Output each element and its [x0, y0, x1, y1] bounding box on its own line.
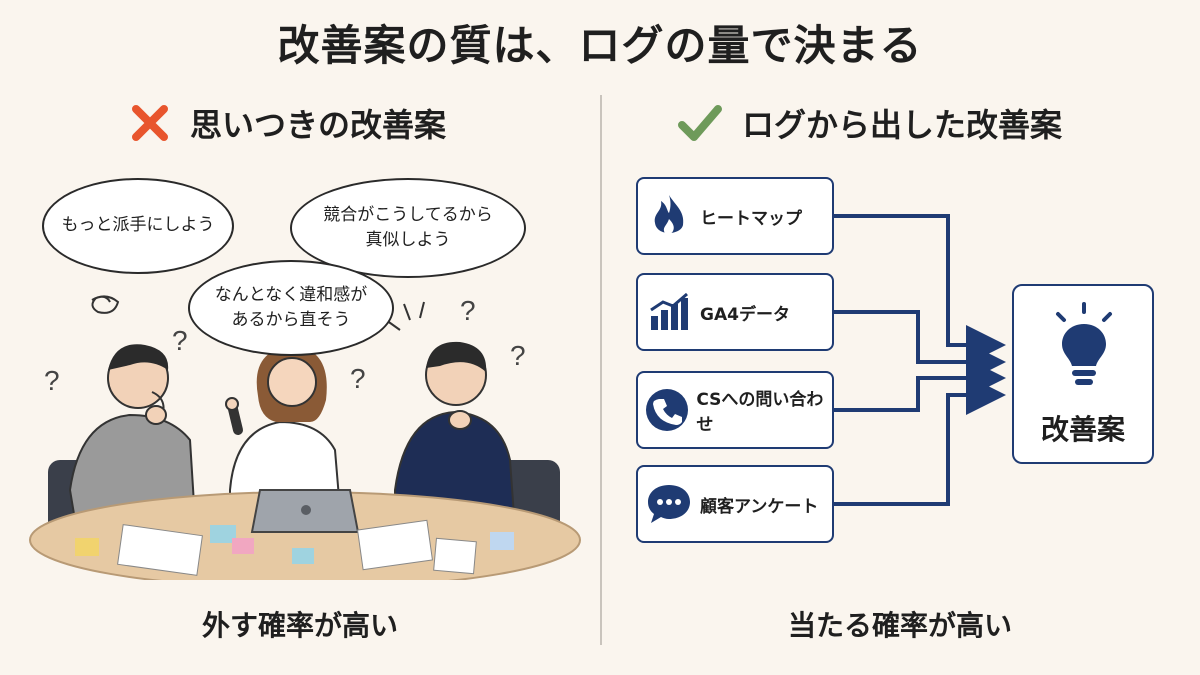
- lightbulb-icon: [1048, 300, 1120, 390]
- svg-text:?: ?: [510, 340, 526, 371]
- check-icon: [676, 101, 724, 145]
- source-heatmap: ヒートマップ: [636, 177, 834, 255]
- meeting-scene: ? ? ? ? ?: [29, 295, 581, 580]
- left-footer: 外す確率が高い: [201, 609, 398, 642]
- bar-chart-icon: [638, 292, 700, 332]
- source-ga4: GA4データ: [636, 273, 834, 351]
- source-survey: 顧客アンケート: [636, 465, 834, 543]
- source-cs-inquiries: CSへの問い合わせ: [636, 371, 834, 449]
- center-divider: [600, 95, 602, 645]
- result-label: 改善案: [1040, 413, 1125, 446]
- flame-icon: [638, 193, 700, 239]
- right-heading-text: ログから出した改善案: [742, 106, 1063, 144]
- meeting-illustration: ? ? ? ? ? もっと派手にしよう 競合がこうしてるから 真似しよう なんと…: [20, 160, 590, 580]
- speech-bubble-3: なんとなく違和感が あるから直そう: [188, 260, 394, 356]
- right-footer: 当たる確率が高い: [787, 609, 1012, 642]
- svg-text:?: ?: [350, 363, 366, 394]
- chat-bubble-icon: [638, 482, 700, 526]
- speech-bubble-2: 競合がこうしてるから 真似しよう: [290, 178, 526, 278]
- person-left: [68, 344, 197, 521]
- cross-icon: [128, 101, 172, 145]
- right-heading: ログから出した改善案: [676, 100, 1062, 146]
- phone-icon: [638, 388, 696, 432]
- svg-text:?: ?: [460, 295, 476, 326]
- speech-bubble-1: もっと派手にしよう: [42, 178, 234, 274]
- left-heading: 思いつきの改善案: [128, 100, 446, 146]
- svg-text:?: ?: [44, 365, 60, 396]
- person-center: [225, 346, 342, 511]
- result-box: 改善案: [1012, 284, 1154, 464]
- left-heading-text: 思いつきの改善案: [190, 106, 447, 144]
- svg-text:?: ?: [172, 325, 188, 356]
- page-title: 改善案の質は、ログの量で決まる: [277, 21, 923, 70]
